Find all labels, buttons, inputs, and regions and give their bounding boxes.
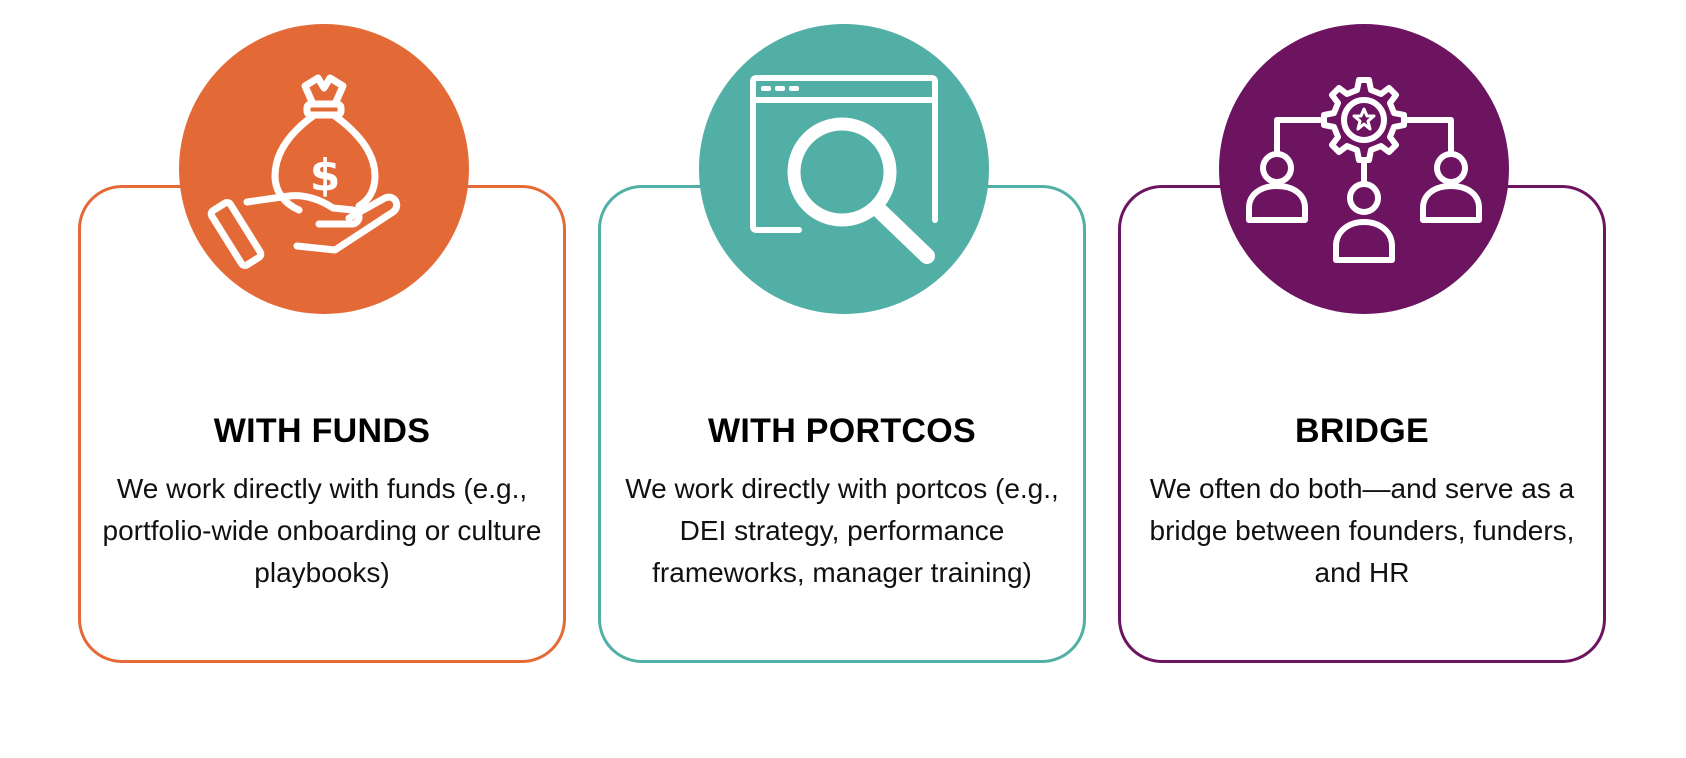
hand-money-bag-icon: $ — [207, 74, 401, 269]
card-description: We often do both—and serve as a bridge b… — [1149, 473, 1575, 588]
dollar-sign-icon: $ — [310, 150, 341, 201]
card-title: BRIDGE — [1294, 412, 1430, 450]
gear-network-people-icon — [1246, 77, 1482, 263]
funds-icon-circle: $ — [179, 24, 469, 314]
portcos-icon-circle — [699, 24, 989, 314]
card-description: We work directly with portcos (e.g., DEI… — [625, 473, 1059, 588]
card-title: WITH PORTCOS — [707, 412, 977, 450]
card-description: We work directly with funds (e.g., portf… — [102, 473, 542, 588]
card-title: WITH FUNDS — [213, 412, 431, 450]
browser-magnifier-icon — [750, 75, 938, 264]
bridge-icon-circle — [1219, 24, 1509, 314]
